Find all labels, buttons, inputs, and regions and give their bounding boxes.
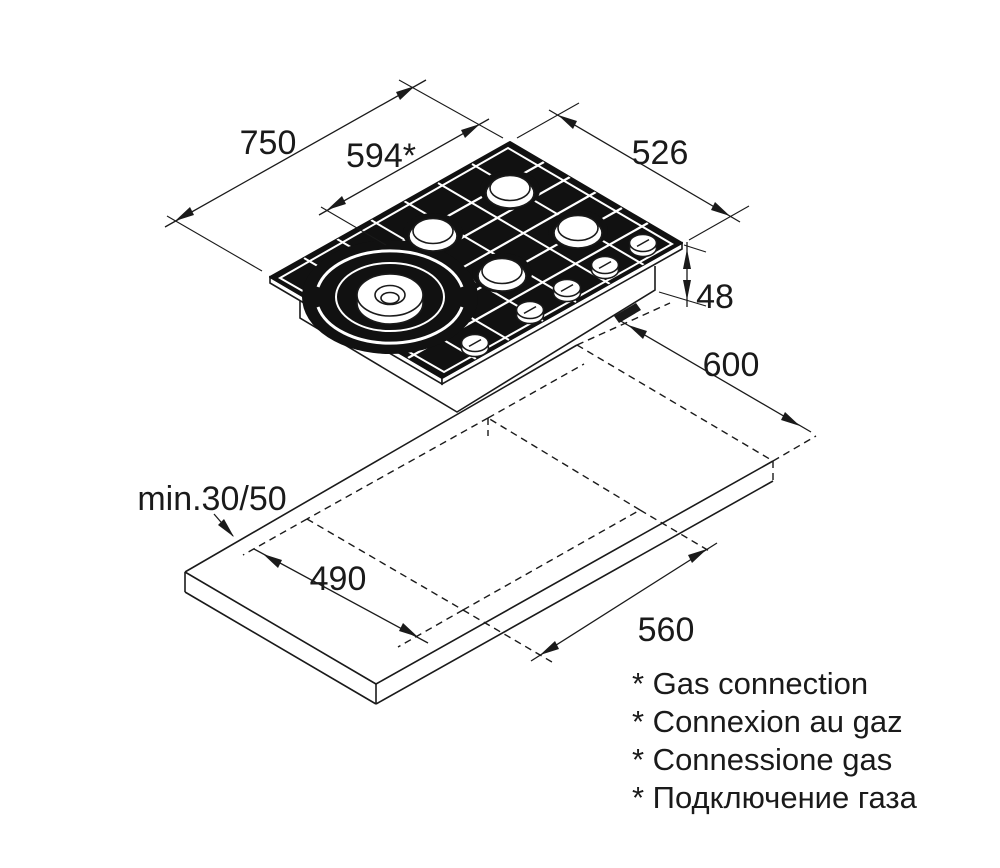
dim-label-worktop-depth: 600 [703,346,760,384]
worktop-bottom-right-edge [375,480,774,705]
footnotes: * Gas connection * Connexion au gaz * Co… [632,666,918,815]
burner [477,257,527,292]
cutout-extension-lines [242,302,817,663]
dimension-526: 526 [516,102,750,241]
control-knob [515,300,545,325]
dim-label-overall-depth: 526 [632,134,689,172]
dim-label-cutout-width: 560 [638,611,695,649]
gas-hob [269,141,683,413]
wok-burner [316,249,464,345]
footnote-gas-connection-it: * Connessione gas [632,742,892,777]
dimension-min-30-50: min.30/50 [137,480,287,537]
dimension-48: 48 [658,242,734,316]
control-knob [460,333,490,358]
gas-connection-stub [614,303,641,323]
control-knobs [460,233,658,358]
cutout-outline [306,417,641,611]
footnote-gas-connection-fr: * Connexion au gaz [632,704,903,739]
dimension-750: 750 [164,79,504,272]
dimension-594-gas-connection: 594* [318,118,490,246]
control-knob [628,233,658,258]
control-knob [552,278,582,303]
worktop-bottom-left-edge [184,591,377,705]
control-knob [590,255,620,280]
burner [408,217,458,252]
dim-label-overall-width: 750 [240,124,297,162]
worktop-front-left-edge [184,571,377,685]
worktop-back-left-edge [184,344,578,573]
dimension-560: 560 [530,542,718,662]
dimension-490: 490 [253,548,429,644]
worktop-with-cutout [184,302,817,705]
burner [485,174,535,209]
footnote-gas-connection-en: * Gas connection [632,666,868,701]
dim-label-edge-clearance: min.30/50 [137,480,286,518]
dimension-600: 600 [618,319,812,433]
burner [553,214,603,249]
worktop-back-right-edge [576,344,774,462]
hob-burner-tub [299,266,656,413]
dim-label-cutout-depth: 490 [310,560,367,598]
dim-label-gas-connection: 594* [346,137,416,175]
dim-label-installation-height: 48 [696,278,734,316]
footnote-gas-connection-ru: * Подключение газа [632,780,918,815]
burners [408,174,603,292]
worktop-front-right-edge [375,460,774,685]
